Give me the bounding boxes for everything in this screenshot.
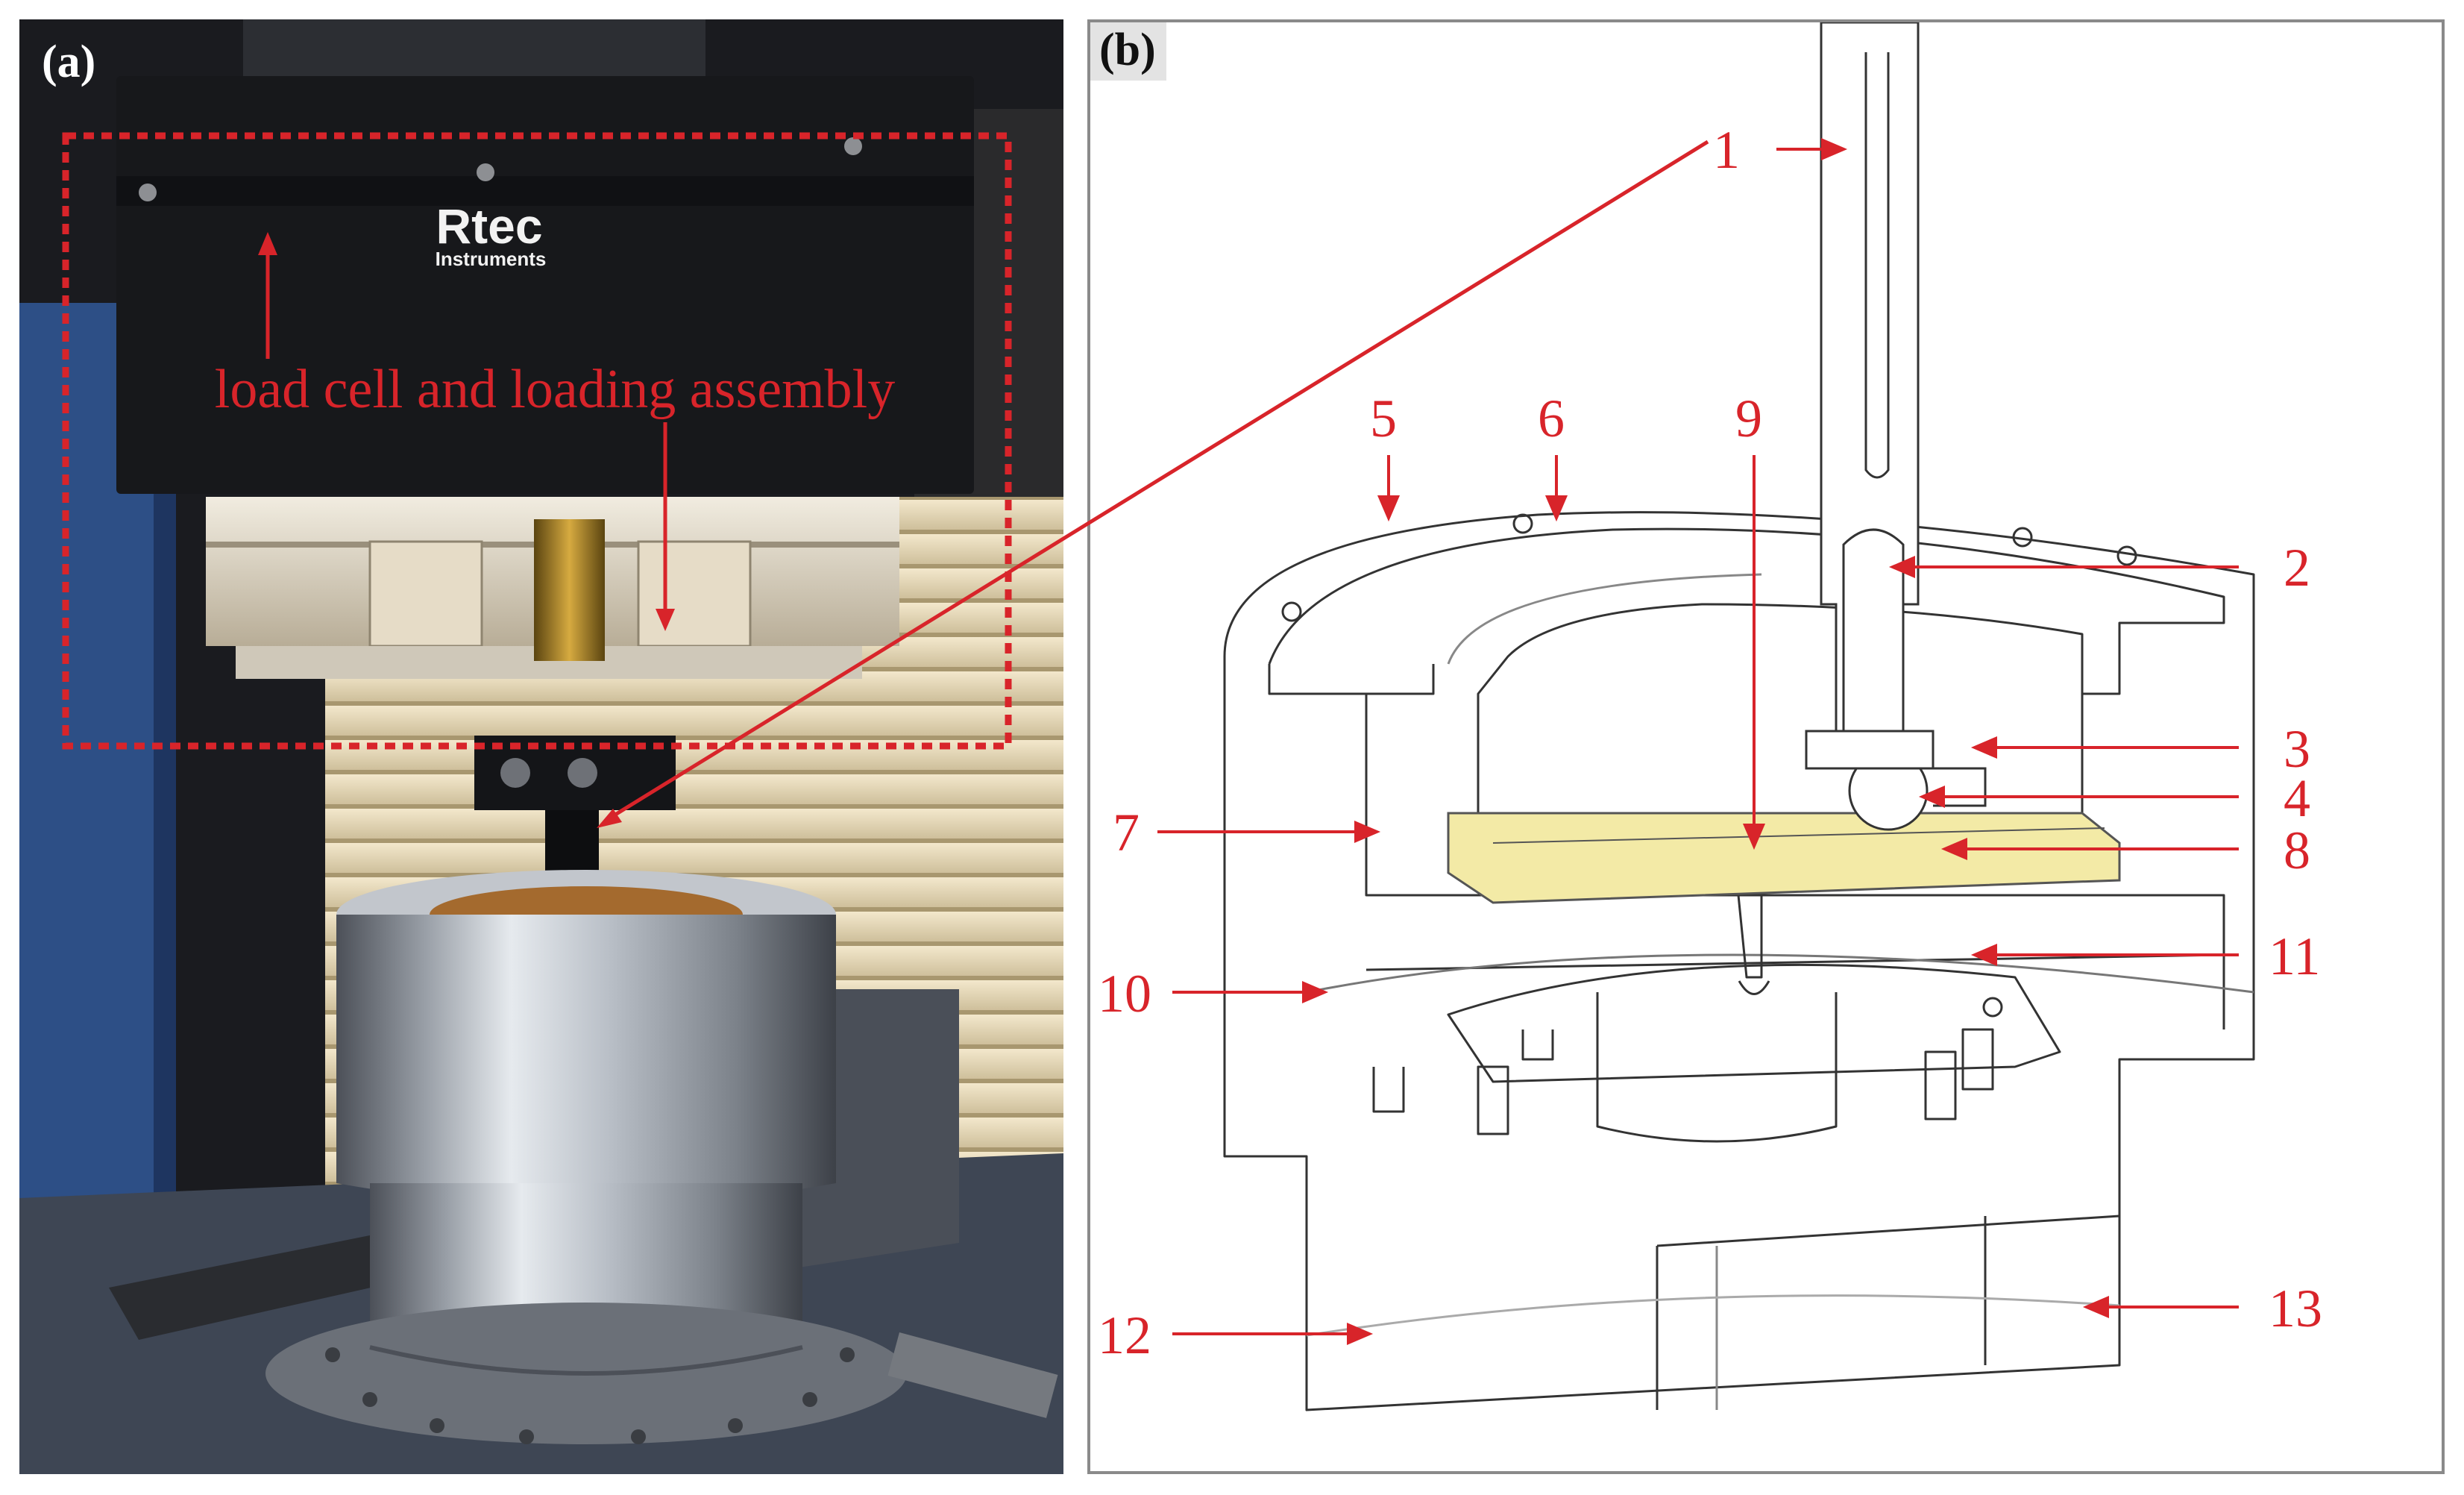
- callout-11: 11: [2269, 927, 2320, 986]
- callout-2: 2: [2284, 538, 2310, 598]
- cad-cutaway: 1 2 3 4 5 6 7 8 9 10 11 12 13: [1098, 22, 2322, 1411]
- annotation-text: load cell and loading assembly: [215, 359, 895, 420]
- callout-5: 5: [1370, 389, 1397, 448]
- brand-logo: Rtec: [436, 198, 542, 254]
- annotation-box: [62, 132, 1012, 750]
- brass-coupling: [534, 519, 605, 661]
- panel-label-b: (b): [1090, 22, 1166, 81]
- callout-8: 8: [2284, 821, 2310, 880]
- callout-13: 13: [2269, 1279, 2322, 1338]
- sample-plate: [1447, 812, 2121, 904]
- panel-label-a: (a): [42, 37, 96, 87]
- callout-9: 9: [1735, 389, 1762, 448]
- callout-12: 12: [1098, 1306, 1151, 1365]
- callout-3: 3: [2284, 719, 2310, 779]
- inner-chamber: [1477, 603, 2084, 815]
- callout-10: 10: [1098, 964, 1151, 1024]
- callout-4: 4: [2284, 768, 2310, 828]
- photo-panel-a: Rtec Instruments load: [19, 19, 1063, 1474]
- test-cell-cylinder: [336, 915, 836, 1206]
- callout-6: 6: [1538, 389, 1565, 448]
- callout-7: 7: [1113, 803, 1140, 862]
- brand-logo-sub: Instruments: [436, 248, 547, 270]
- loading-rod: [1805, 22, 1935, 831]
- tribometer-photo: Rtec Instruments load: [19, 19, 1063, 1474]
- outer-housing: [1223, 511, 2255, 1411]
- lower-plate: [1447, 963, 2061, 1083]
- drawing-panel-b: 1 2 3 4 5 6 7 8 9 10 11 12 13 (b): [1087, 19, 2445, 1474]
- callout-1: 1: [1713, 120, 1740, 180]
